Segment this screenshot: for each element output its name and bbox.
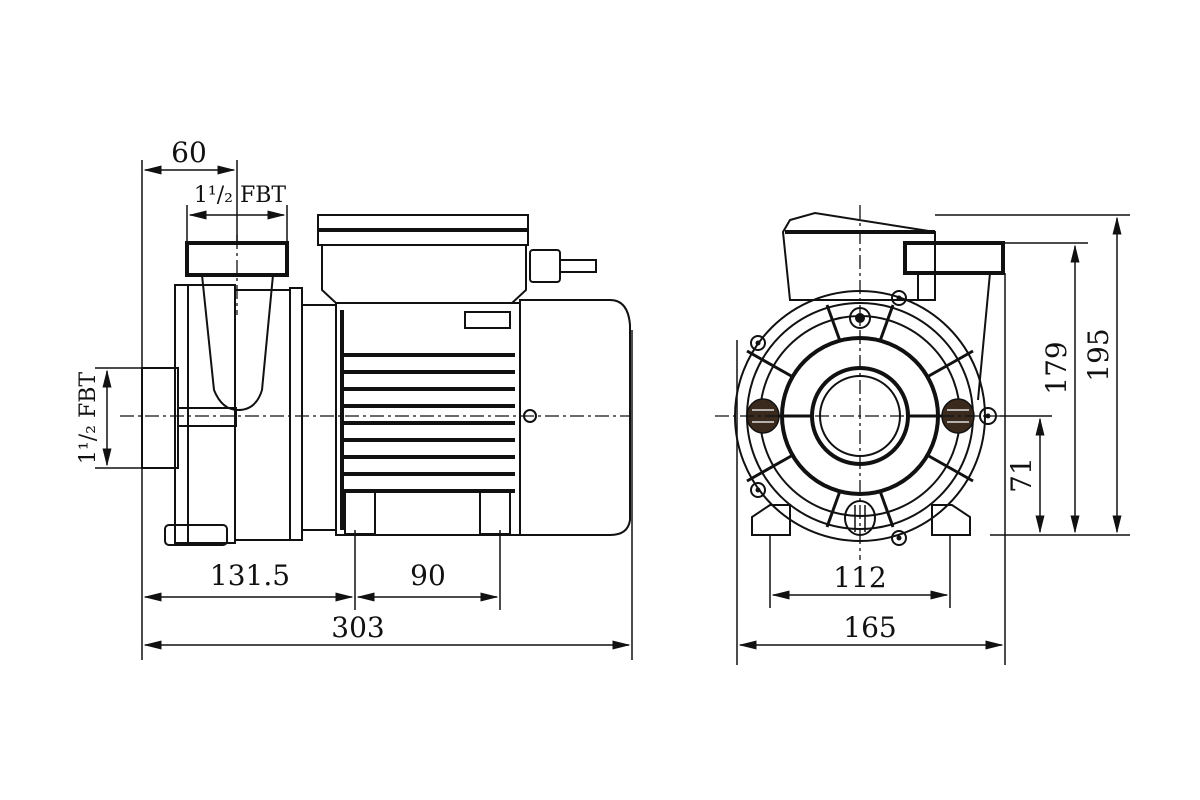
dim-outlet-size: 1¹/₂ FBT [194, 183, 286, 208]
outlet-funnel [201, 274, 274, 412]
dim-inlet-size: 1¹/₂ FBT [76, 372, 101, 464]
junction-box-front [781, 211, 936, 301]
flange [289, 287, 303, 541]
motor-body [335, 302, 521, 536]
front-view: 112 165 195 179 71 [715, 205, 1130, 665]
dim-total-height: 195 [1082, 328, 1115, 381]
foot-right [931, 504, 971, 536]
dim-axis-height: 71 [1005, 457, 1038, 493]
dim-total-length: 303 [331, 611, 384, 644]
cable-gland [529, 249, 561, 283]
outlet-front [903, 241, 1005, 275]
cooling-fins [342, 353, 515, 493]
motor-end-cap [519, 299, 631, 536]
dim-foot-width: 112 [833, 561, 886, 594]
dim-total-width: 165 [843, 611, 896, 644]
dim-foot-spacing: 90 [410, 559, 446, 592]
foot [479, 491, 511, 535]
pump-housing [174, 284, 236, 544]
dim-outlet-offset: 60 [171, 136, 207, 169]
inlet-stub [141, 367, 179, 469]
foot-left [751, 504, 791, 536]
dim-outlet-height: 179 [1040, 341, 1073, 394]
dim-front-to-foot: 131.5 [210, 559, 290, 592]
foot [344, 491, 376, 535]
side-view: 60 1¹/₂ FBT 1¹/₂ FBT 131.5 90 303 [76, 136, 633, 660]
